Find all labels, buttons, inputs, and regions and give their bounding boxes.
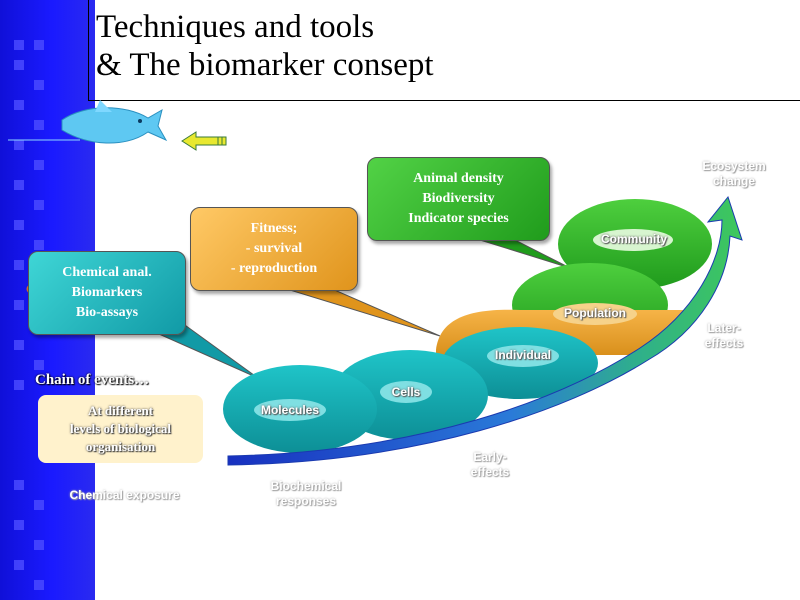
callout-fitness-line-2: - survival — [245, 241, 303, 256]
callout-chemical-line-1: Chemical anal. — [62, 265, 152, 280]
callout-animal-line-2: Biodiversity — [422, 191, 495, 206]
levels-box-line-1: At different — [87, 403, 154, 418]
callout-fitness: Fitness; - survival - reproduction — [190, 207, 358, 291]
slide-title: Techniques and tools & The biomarker con… — [96, 8, 434, 84]
ecosystem-line-2: change — [712, 174, 755, 188]
population-pill — [553, 303, 637, 325]
callout-fitness-line-3: - reproduction — [230, 261, 318, 276]
callout-fitness-line-1: Fitness; — [250, 221, 298, 236]
community-pill — [593, 229, 673, 251]
ecosystem-change-label: Ecosystem change — [692, 159, 776, 189]
level-cells-label: Cells — [391, 385, 421, 399]
level-population-label: Population — [564, 306, 626, 320]
callout-animal-line-3: Indicator species — [408, 211, 509, 226]
early-line-2: effects — [470, 465, 510, 479]
title-frame — [88, 0, 800, 101]
ecosystem-line-1: Ecosystem — [702, 159, 766, 173]
levels-box-line-3: organisation — [85, 439, 156, 454]
title-line-2: & The biomarker consept — [96, 47, 434, 83]
early-line-1: Early- — [473, 450, 507, 464]
chain-of-events-label: Chain of events… — [35, 372, 150, 388]
later-effects-label: Later- effects — [692, 321, 756, 351]
callout-chemical-line-3: Bio-assays — [75, 305, 139, 320]
chemical-exposure-text: Chemical exposure — [69, 488, 180, 502]
fish-icon — [8, 100, 168, 144]
individual-pill — [487, 345, 559, 367]
levels-of-organisation-box: At different levels of biological organi… — [38, 395, 203, 463]
biochemical-line-2: responses — [275, 494, 337, 508]
biochemical-line-1: Biochemical — [270, 479, 342, 493]
chain-arrow — [227, 195, 743, 466]
callout-animal-density: Animal density Biodiversity Indicator sp… — [367, 157, 550, 241]
callout-animal-line-1: Animal density — [413, 171, 504, 186]
level-molecules-label: Molecules — [260, 403, 320, 417]
callout-pointer-fitness — [289, 287, 441, 337]
chemical-exposure-label: Chemical exposure — [62, 488, 187, 503]
early-effects-label: Early- effects — [458, 450, 522, 480]
callout-pointer-animal — [479, 239, 571, 269]
later-line-1: Later- — [707, 321, 741, 335]
molecules-pill — [254, 399, 326, 421]
biochemical-responses-label: Biochemical responses — [256, 479, 356, 509]
arrow-left-icon — [181, 131, 227, 151]
cells-pill — [380, 381, 432, 403]
later-line-2: effects — [704, 336, 744, 350]
callout-chemical-line-2: Biomarkers — [71, 285, 143, 300]
levels-box-line-2: levels of biological — [69, 421, 172, 436]
callout-chemical-analysis: Chemical anal. Biomarkers Bio-assays — [28, 251, 186, 335]
title-line-1: Techniques and tools — [96, 9, 375, 45]
level-community-label: Community — [601, 232, 667, 246]
level-individual-label: Individual — [494, 348, 551, 362]
